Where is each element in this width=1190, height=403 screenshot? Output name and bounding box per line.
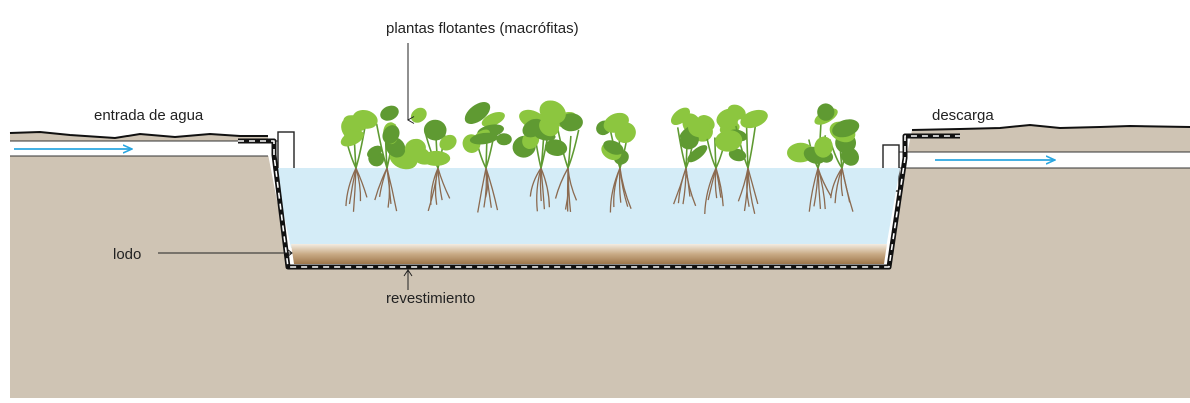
soil xyxy=(10,154,1190,398)
inlet-label: entrada de agua xyxy=(94,107,204,124)
plant-leaf xyxy=(603,112,629,133)
right-bank xyxy=(907,125,1190,154)
plant-leaf xyxy=(687,145,708,163)
plant-leaf xyxy=(817,103,835,121)
inlet-pipe xyxy=(10,141,280,156)
plants-label: plantas flotantes (macrófitas) xyxy=(386,20,579,37)
plant-leaf xyxy=(380,105,399,121)
liner-label: revestimiento xyxy=(386,290,476,307)
outlet-label: descarga xyxy=(932,107,994,124)
floating-plants xyxy=(340,100,860,215)
plant-leaf xyxy=(410,107,427,123)
plant-leaf xyxy=(814,136,833,158)
plant-leaf xyxy=(716,108,740,128)
plant-leaf xyxy=(559,113,583,132)
left-ground-line xyxy=(9,130,268,140)
plant-leaf xyxy=(841,147,859,166)
plant-leaf xyxy=(464,102,491,124)
plant-leaf xyxy=(481,111,505,127)
plant-leaf xyxy=(832,119,860,138)
liner-dashes xyxy=(238,135,960,268)
floating-plant xyxy=(534,100,583,213)
floating-plant xyxy=(462,102,512,213)
sludge-layer xyxy=(291,244,887,264)
plant-roots xyxy=(609,167,632,213)
plant-leaf xyxy=(714,130,743,152)
floating-plant xyxy=(404,107,457,212)
plant-leaf xyxy=(422,150,451,166)
plant-leaf xyxy=(496,133,512,146)
water xyxy=(274,168,900,248)
plant-roots xyxy=(345,167,368,212)
floating-plant xyxy=(596,112,636,213)
plant-leaf xyxy=(382,125,400,144)
plant-roots xyxy=(704,167,724,214)
plant-leaf xyxy=(539,100,566,124)
plant-roots xyxy=(673,167,697,207)
right-ground-line xyxy=(911,123,1190,131)
plant-roots xyxy=(374,167,398,212)
plant-roots xyxy=(427,167,451,212)
plant-roots xyxy=(737,167,759,215)
plant-leaf xyxy=(740,109,768,129)
sludge-label: lodo xyxy=(113,246,142,263)
plant-roots xyxy=(830,167,854,212)
sludge-leader-tip xyxy=(286,248,293,258)
plant-leaf xyxy=(439,134,457,151)
plant-roots xyxy=(808,167,832,212)
plant-leaf xyxy=(688,117,710,138)
plant-leaf xyxy=(423,119,447,141)
plant-roots xyxy=(529,167,551,212)
plant-leaf xyxy=(367,145,383,159)
plant-leaf xyxy=(352,109,378,129)
plant-leaf xyxy=(469,132,499,145)
plant-leaf xyxy=(670,107,691,126)
liner-leader-tip xyxy=(403,269,413,277)
floating-plant xyxy=(814,119,860,212)
plant-leaf xyxy=(603,140,624,155)
plant-roots xyxy=(477,167,499,213)
floating-plant xyxy=(714,108,768,215)
plant-roots xyxy=(554,167,578,213)
floating-plant xyxy=(352,105,418,212)
